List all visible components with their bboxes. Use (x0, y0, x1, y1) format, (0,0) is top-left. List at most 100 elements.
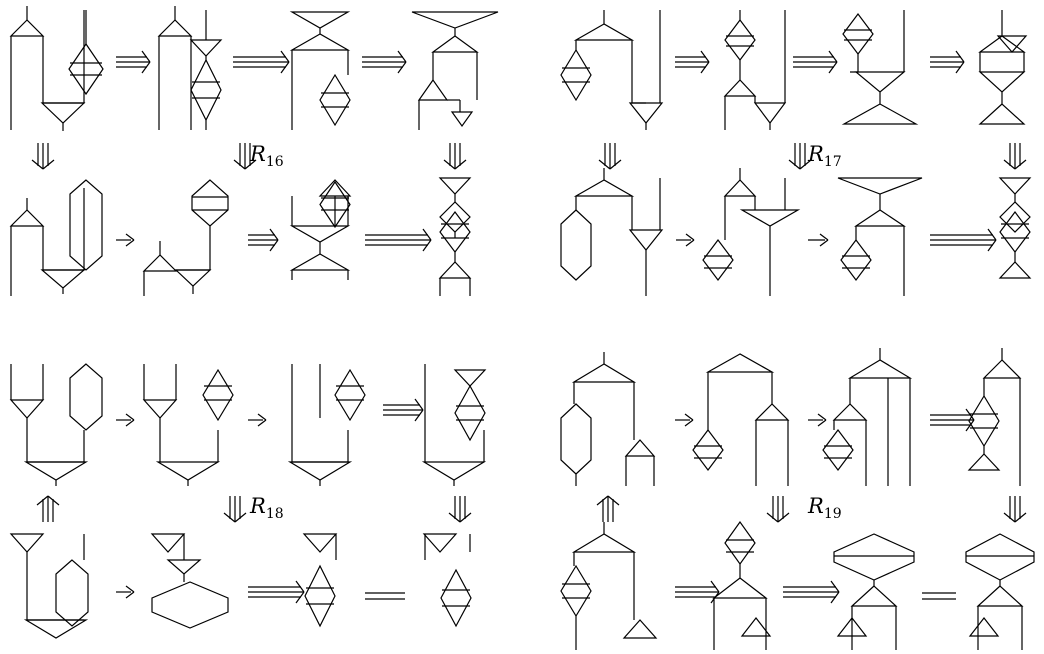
diamond-node (702, 239, 734, 281)
wire (47, 495, 60, 506)
equals-sign (922, 592, 956, 600)
hexagon-node (151, 581, 229, 629)
arrow-down (223, 496, 247, 523)
merge-node (289, 225, 351, 243)
merge-node (628, 102, 664, 124)
wire (684, 413, 694, 421)
split-node (968, 617, 1000, 637)
arrow-right (116, 585, 135, 599)
wire (125, 239, 135, 247)
merge-node (739, 209, 801, 227)
split-node (978, 103, 1026, 125)
merge-node (40, 102, 86, 124)
wire (31, 159, 44, 170)
wire (414, 398, 424, 411)
diagram-r16-3 (289, 11, 351, 130)
wire (685, 233, 695, 241)
wire (42, 159, 55, 170)
wire (454, 159, 467, 170)
wire (1014, 159, 1027, 170)
arrow-right (793, 50, 838, 74)
diamond-node (319, 180, 351, 229)
diagram-r19-1 (560, 352, 656, 486)
diamond-node (842, 13, 874, 55)
arrow-right (233, 50, 290, 74)
diagram-r17-7 (837, 177, 923, 296)
split-node (967, 453, 1001, 471)
arrow-right (116, 50, 151, 74)
wire (819, 233, 829, 241)
split-node (9, 209, 45, 227)
split-node (571, 363, 637, 383)
wire (141, 61, 151, 74)
arrow-right (676, 233, 695, 247)
wire (257, 413, 267, 421)
merge-node (287, 461, 353, 481)
merge-node (628, 229, 664, 251)
split-node (712, 577, 768, 599)
diamond-node (68, 42, 104, 96)
arrow-right (365, 228, 432, 252)
diamond-node (724, 19, 756, 61)
split-node (754, 403, 790, 421)
merge-node (23, 619, 89, 639)
diamond-node (840, 239, 872, 281)
wire (830, 591, 840, 604)
wire (244, 159, 257, 170)
wire (987, 228, 997, 241)
diagram-r16-5 (9, 179, 103, 296)
wire (141, 50, 151, 63)
diagram-r17-2 (723, 10, 787, 130)
diagram-r17-6 (702, 168, 801, 296)
diagram-r18-3 (287, 364, 366, 486)
wire (828, 50, 838, 63)
wire (596, 495, 609, 506)
merge-node (438, 177, 472, 195)
diamond-node (439, 201, 471, 233)
diagram-r19-3 (822, 348, 913, 486)
diamond-node (999, 201, 1031, 233)
merge-node (996, 35, 1028, 53)
wire (234, 512, 247, 523)
diagram-r19-4 (967, 348, 1022, 486)
hexagon-node (191, 179, 229, 227)
split-node (417, 78, 449, 101)
wire (700, 61, 710, 74)
arrow-down (598, 143, 622, 170)
split-node (832, 403, 868, 421)
diamond-node (454, 384, 486, 442)
wire (799, 159, 812, 170)
diamond-node (724, 520, 756, 566)
wire (125, 419, 135, 427)
wire (295, 591, 305, 604)
split-node (573, 23, 635, 41)
wire (700, 50, 710, 63)
wire (955, 50, 965, 63)
diagram-r18-5 (9, 533, 89, 639)
diagram-r18-1 (9, 363, 103, 486)
arrow-right (248, 580, 305, 604)
split-node (836, 617, 868, 637)
diagram-r16-7 (289, 179, 352, 280)
rule-label-r18: R18 (250, 494, 284, 523)
diamond-node (440, 568, 472, 628)
diamond-node (822, 429, 854, 471)
merge-node (150, 533, 186, 553)
wire (233, 159, 246, 170)
wire (125, 413, 135, 421)
arrow-right (930, 228, 997, 252)
wire (987, 239, 997, 252)
split-node (573, 179, 635, 197)
wire (965, 419, 975, 432)
merge-node (289, 11, 351, 29)
wire (1014, 512, 1027, 523)
hexagon-node (55, 559, 89, 627)
wire (459, 512, 472, 523)
wire (414, 409, 424, 422)
merge-node (9, 533, 45, 553)
split-node (622, 619, 658, 639)
diamond-node (560, 564, 592, 618)
hexagon-node (560, 209, 592, 281)
arrow-right (362, 50, 407, 74)
split-node (850, 585, 898, 607)
